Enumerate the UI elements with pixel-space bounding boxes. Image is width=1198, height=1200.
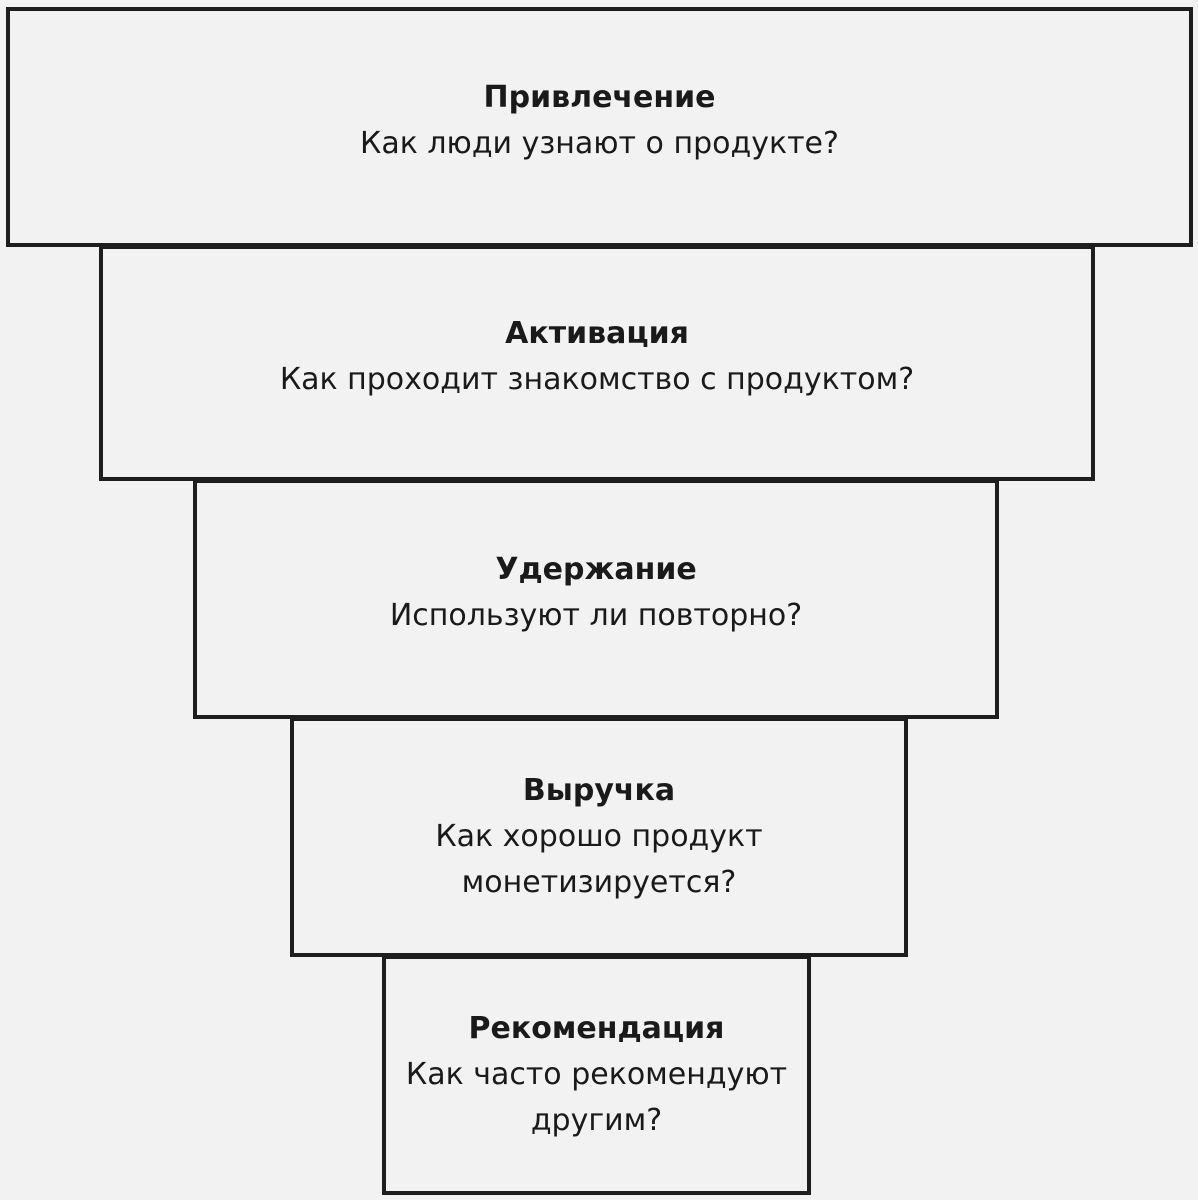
stage-title: Выручка [522,773,676,808]
stage-title: Активация [505,316,689,351]
funnel-stage-activation: Активация Как проходит знакомство с прод… [99,245,1095,481]
stage-question: Как проходит знакомство с продуктом? [279,362,915,397]
stage-question: Как часто рекомендуют другим? [405,1057,788,1138]
stage-title: Привлечение [483,80,716,115]
funnel-stage-referral: Рекомендация Как часто рекомендуют други… [382,955,811,1195]
stage-question: Используют ли повторно? [389,598,803,633]
funnel-stage-retention: Удержание Используют ли повторно? [193,479,999,719]
funnel-stage-acquisition: Привлечение Как люди узнают о продукте? [6,7,1193,247]
stage-title: Удержание [495,552,697,587]
stage-title: Рекомендация [468,1011,725,1046]
stage-question: Как хорошо продукт монетизируется? [435,819,763,900]
stage-question: Как люди узнают о продукте? [360,126,839,161]
funnel-stage-revenue: Выручка Как хорошо продукт монетизируетс… [290,717,908,957]
